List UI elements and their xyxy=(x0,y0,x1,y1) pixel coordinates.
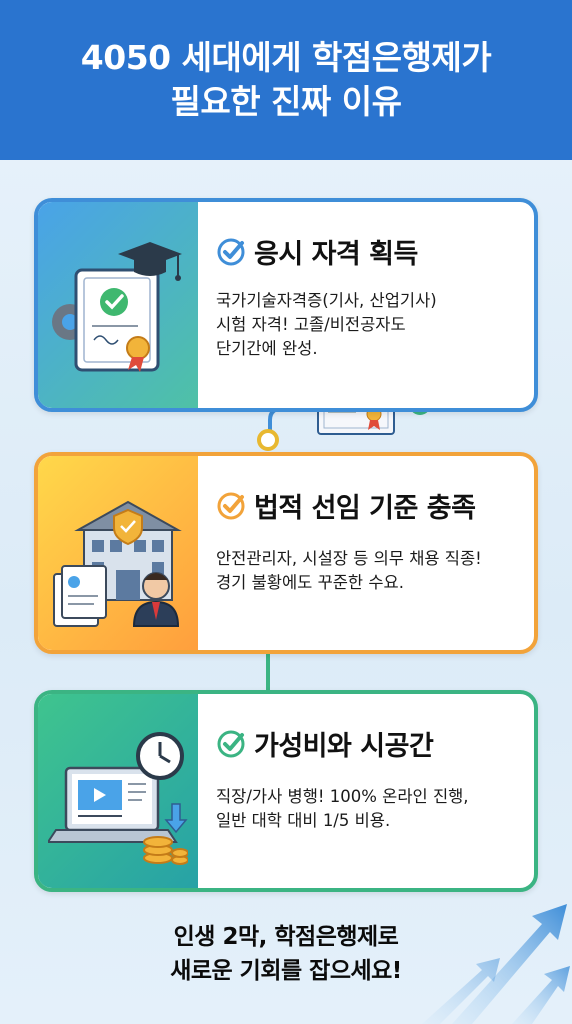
building-manager-icon xyxy=(53,500,182,627)
card-legal-requirement: 법적 선임 기준 충족 안전관리자, 시설장 등 의무 채용 직종! 경기 불황… xyxy=(34,452,538,654)
header-banner: 4050 세대에게 학점은행제가 필요한 진짜 이유 xyxy=(0,0,572,160)
footer-line-2: 새로운 기회를 잡으세요! xyxy=(170,958,402,984)
growth-arrows-icon xyxy=(422,904,570,1024)
check-icon xyxy=(217,238,245,265)
card-content: 가성비와 시공간 직장/가사 병행! 100% 온라인 진행, 일반 대학 대비… xyxy=(198,694,534,888)
diploma-certificate-icon xyxy=(52,242,182,372)
card-description: 직장/가사 병행! 100% 온라인 진행, 일반 대학 대비 1/5 비용. xyxy=(216,787,469,830)
card-illustration xyxy=(38,456,198,650)
card-qualification: 응시 자격 획득 국가기술자격증(기사, 산업기사) 시험 자격! 고졸/비전공… xyxy=(34,198,538,412)
card-title: 응시 자격 획득 xyxy=(254,239,418,270)
card-title: 가성비와 시공간 xyxy=(254,731,434,762)
card-title-row: 법적 선임 기준 충족 xyxy=(216,486,520,525)
footer-slogan: 인생 2막, 학점은행제로 새로운 기회를 잡으세요! xyxy=(0,920,572,988)
page-title-line-2: 필요한 진짜 이유 xyxy=(170,82,403,121)
laptop-clock-coins-icon xyxy=(48,732,188,865)
card-description: 안전관리자, 시설장 등 의무 채용 직종! 경기 불황에도 꾸준한 수요. xyxy=(216,549,482,592)
path-node xyxy=(257,429,279,451)
card-cost-flexibility: 가성비와 시공간 직장/가사 병행! 100% 온라인 진행, 일반 대학 대비… xyxy=(34,690,538,892)
card-content: 응시 자격 획득 국가기술자격증(기사, 산업기사) 시험 자격! 고졸/비전공… xyxy=(198,202,534,408)
card-title: 법적 선임 기준 충족 xyxy=(254,493,476,524)
card-content: 법적 선임 기준 충족 안전관리자, 시설장 등 의무 채용 직종! 경기 불황… xyxy=(198,456,534,650)
card-illustration xyxy=(38,202,198,408)
page-title-line-1: 4050 세대에게 학점은행제가 xyxy=(80,38,492,77)
footer-line-1: 인생 2막, 학점은행제로 xyxy=(173,924,399,950)
card-title-row: 가성비와 시공간 xyxy=(216,724,520,763)
check-icon xyxy=(217,492,245,519)
card-description: 국가기술자격증(기사, 산업기사) 시험 자격! 고졸/비전공자도 단기간에 완… xyxy=(216,291,437,358)
card-illustration xyxy=(38,694,198,888)
check-icon xyxy=(217,730,245,757)
card-title-row: 응시 자격 획득 xyxy=(216,232,520,271)
